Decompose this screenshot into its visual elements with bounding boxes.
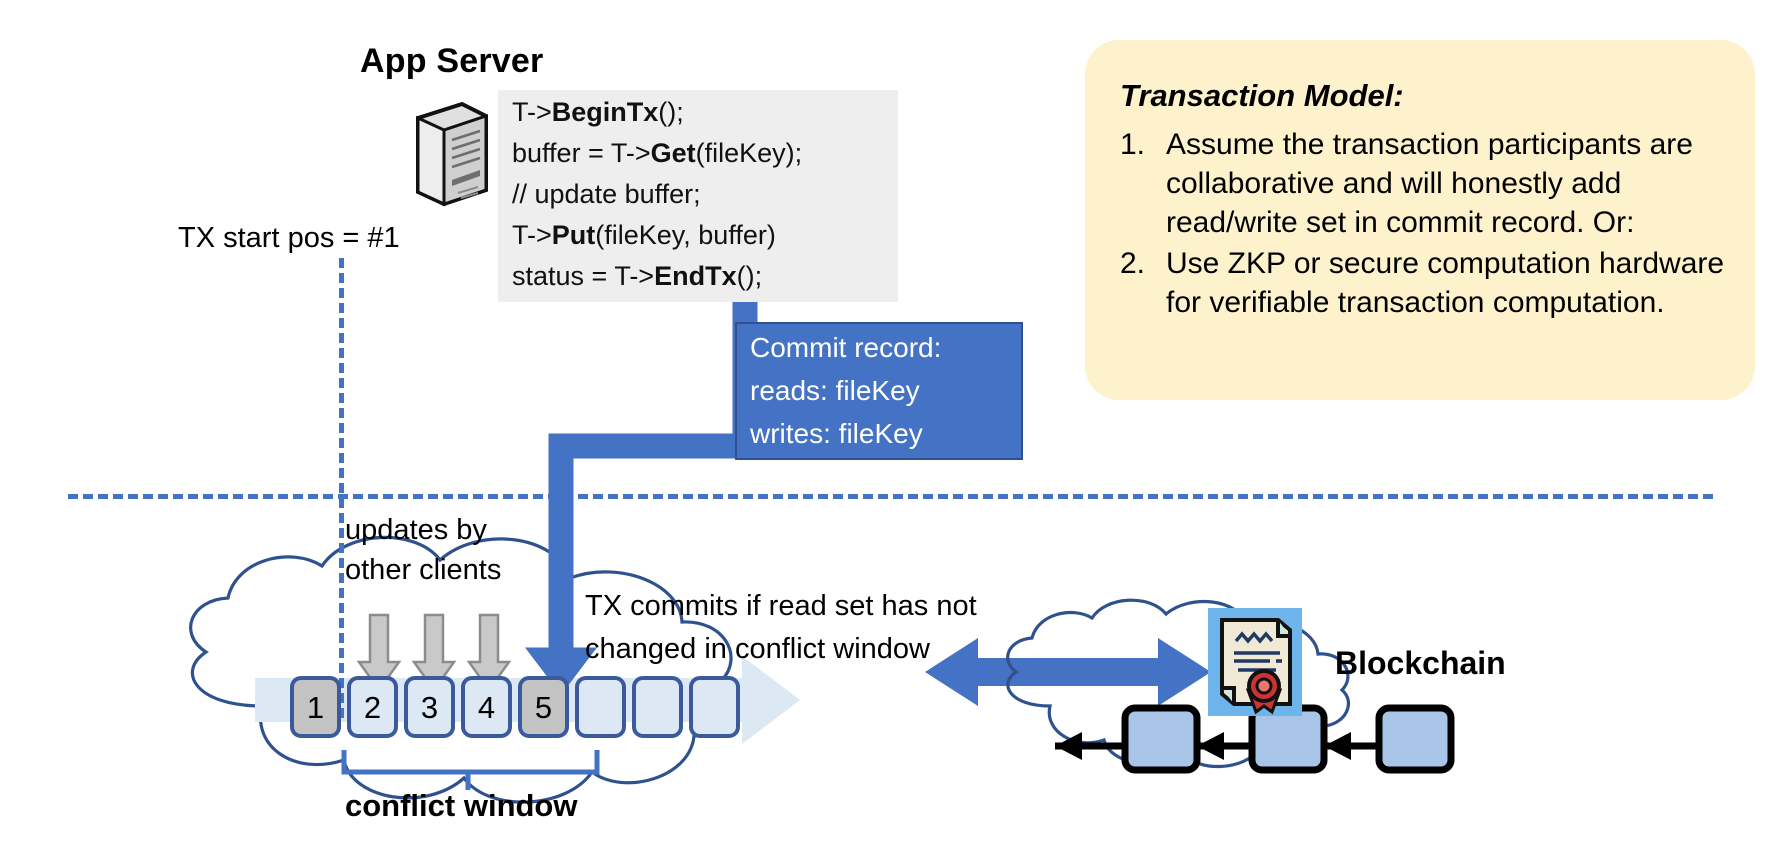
code-line: T->BeginTx(); bbox=[512, 97, 684, 127]
tx-start-dashed-line bbox=[339, 258, 344, 718]
tx-start-pos-label: TX start pos = #1 bbox=[178, 222, 400, 254]
transaction-model-title: Transaction Model: bbox=[1120, 78, 1404, 113]
ledger-block[interactable] bbox=[575, 676, 626, 738]
updates-by-other-clients-label: updates by other clients bbox=[345, 510, 501, 590]
transaction-model-item: 1. Assume the transaction participants ar… bbox=[1120, 125, 1740, 242]
conflict-window-label: conflict window bbox=[345, 788, 578, 823]
transaction-model-item: 2. Use ZKP or secure computation hardware… bbox=[1120, 244, 1740, 322]
blockchain-label: Blockchain bbox=[1335, 645, 1506, 681]
commit-record-line: writes: fileKey bbox=[750, 418, 923, 449]
ledger-block[interactable]: 1 bbox=[290, 676, 341, 738]
ledger-block[interactable] bbox=[689, 676, 740, 738]
tx-commits-line: changed in conflict window bbox=[585, 633, 930, 665]
commit-record-line: reads: fileKey bbox=[750, 375, 920, 406]
conflict-window-bracket bbox=[341, 750, 600, 790]
layer-divider-dashed-line bbox=[68, 494, 1713, 499]
transaction-model-item-text: Use ZKP or secure computation hardware f… bbox=[1166, 247, 1725, 319]
sync-double-arrow-icon bbox=[925, 638, 1211, 706]
transaction-model-note-box bbox=[1085, 40, 1755, 400]
transaction-model-item-number: 2. bbox=[1120, 247, 1146, 280]
code-line: status = T->EndTx(); bbox=[512, 261, 763, 291]
updates-label-line: updates by bbox=[345, 514, 487, 546]
code-line: buffer = T->Get(fileKey); bbox=[512, 138, 803, 168]
commit-record-box bbox=[735, 322, 1023, 460]
updates-label-line: other clients bbox=[345, 554, 502, 586]
transaction-model-item-text: Assume the transaction participants are … bbox=[1166, 128, 1693, 239]
ledger-block[interactable]: 4 bbox=[461, 676, 512, 738]
code-line: // update buffer; bbox=[512, 179, 701, 209]
ledger-block[interactable]: 2 bbox=[347, 676, 398, 738]
app-server-title: App Server bbox=[360, 42, 544, 80]
certificate-icon bbox=[1208, 608, 1302, 716]
server-tower-icon bbox=[416, 101, 488, 207]
transaction-model-item-number: 1. bbox=[1120, 128, 1146, 161]
code-line: T->Put(fileKey, buffer) bbox=[512, 220, 776, 250]
tx-commits-caption: TX commits if read set has not changed in… bbox=[585, 585, 977, 671]
tx-commits-line: TX commits if read set has not bbox=[585, 590, 977, 622]
transaction-model-list: 1. Assume the transaction participants ar… bbox=[1120, 125, 1740, 324]
commit-record-line: Commit record: bbox=[750, 332, 942, 363]
ledger-block[interactable]: 5 bbox=[518, 676, 569, 738]
ledger-block[interactable] bbox=[632, 676, 683, 738]
commit-record-text: Commit record: reads: fileKey writes: file… bbox=[750, 326, 941, 455]
code-snippet-box bbox=[498, 90, 898, 302]
blockchain-blocks-group bbox=[1055, 704, 1455, 774]
ledger-block[interactable]: 3 bbox=[404, 676, 455, 738]
code-snippet-text: T->BeginTx(); buffer = T->Get(fileKey); //… bbox=[512, 92, 912, 297]
ledger-cloud-icon bbox=[189, 535, 734, 804]
